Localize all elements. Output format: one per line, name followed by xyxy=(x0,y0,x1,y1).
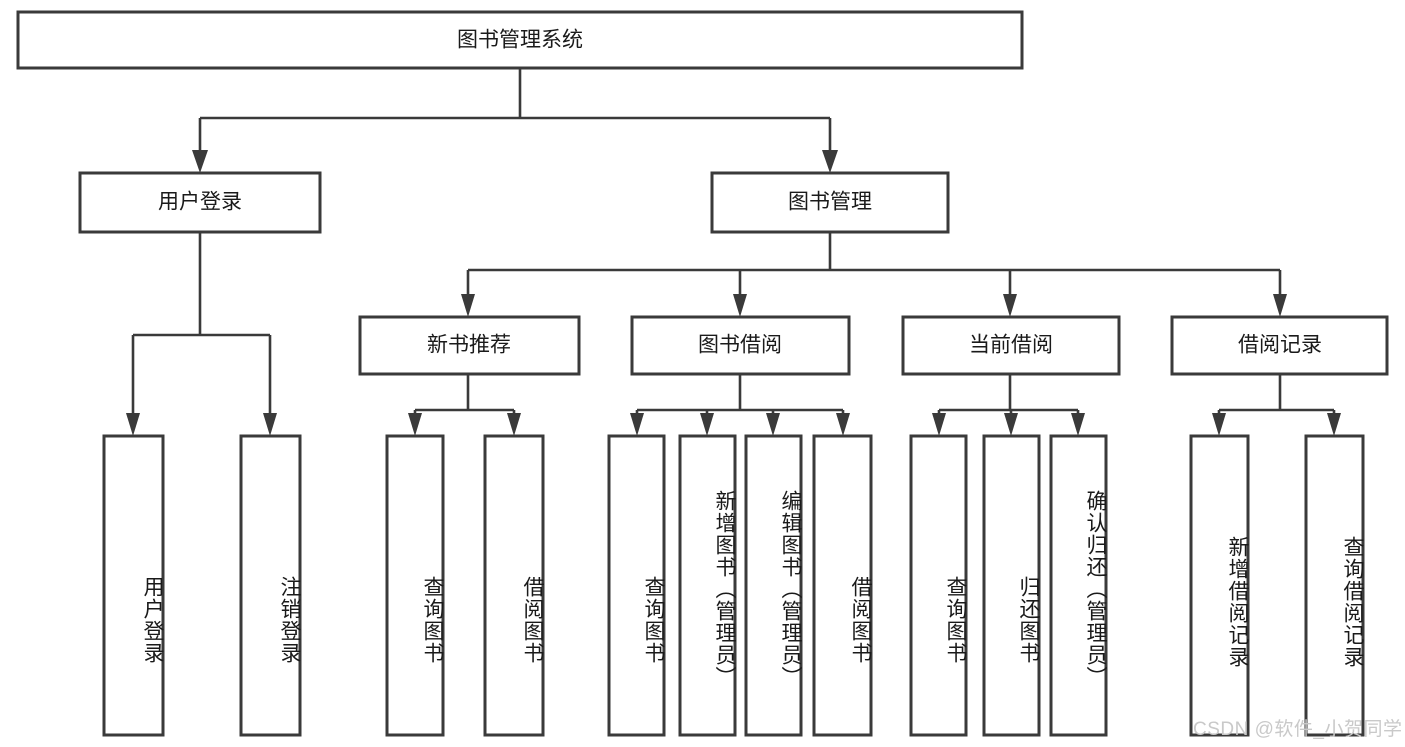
arrow-head-leaf-query-book-2 xyxy=(630,413,644,436)
node-root-label: 图书管理系统 xyxy=(457,29,583,52)
arrow-head-leaf-user-login xyxy=(126,413,140,436)
node-book-borrow-box[interactable] xyxy=(630,315,851,376)
arrow-head-leaf-query-record xyxy=(1327,413,1341,436)
node-current-borrow-box[interactable] xyxy=(901,315,1121,376)
arrow-head-borrow-record xyxy=(1273,294,1287,317)
connector-group-borrow-record xyxy=(1212,374,1341,436)
arrow-head-book-borrow xyxy=(733,294,747,317)
arrow-head-leaf-borrow-book-2 xyxy=(836,413,850,436)
node-borrow-record-box[interactable] xyxy=(1170,315,1389,376)
arrow-head-user-login xyxy=(192,150,208,173)
connector-group-root xyxy=(192,68,838,173)
arrow-head-current-borrow xyxy=(1003,294,1017,317)
node-book-manage-label: 图书管理 xyxy=(788,191,872,214)
node-leaf-query-record-box[interactable] xyxy=(1304,434,1365,737)
node-new-book-recommend-label: 新书推荐 xyxy=(427,334,511,357)
node-borrow-record-label: 借阅记录 xyxy=(1238,334,1322,357)
arrow-head-leaf-edit-book xyxy=(766,413,780,436)
arrow-head-leaf-confirm-return xyxy=(1071,413,1085,436)
arrow-head-leaf-query-book-3 xyxy=(932,413,946,436)
arrow-head-leaf-add-record xyxy=(1212,413,1226,436)
node-user-login-label: 用户登录 xyxy=(158,191,242,214)
arrow-head-new-book-recommend xyxy=(461,294,475,317)
connector-group-book-borrow xyxy=(630,374,850,436)
leaf-boxes-group xyxy=(102,434,1365,737)
node-leaf-confirm-return-box[interactable] xyxy=(1049,434,1108,737)
node-leaf-query-book-3-box[interactable] xyxy=(909,434,968,737)
node-root-box[interactable] xyxy=(16,10,1024,70)
node-leaf-edit-book-box[interactable] xyxy=(744,434,803,737)
connector-group-current-borrow xyxy=(932,374,1085,436)
node-book-manage-box[interactable] xyxy=(710,171,950,234)
node-leaf-logout-box[interactable] xyxy=(239,434,302,737)
node-current-borrow-label: 当前借阅 xyxy=(969,334,1053,357)
node-leaf-return-book-box[interactable] xyxy=(982,434,1041,737)
node-borrow-record[interactable]: 借阅记录 xyxy=(1170,315,1389,376)
arrow-head-leaf-borrow-book-1 xyxy=(507,413,521,436)
arrow-head-leaf-return-book xyxy=(1004,413,1018,436)
arrow-head-leaf-add-book xyxy=(700,413,714,436)
node-leaf-borrow-book-2-box[interactable] xyxy=(812,434,873,737)
node-leaf-user-login-box[interactable] xyxy=(102,434,165,737)
node-root[interactable]: 图书管理系统 xyxy=(16,10,1024,70)
csdn-watermark: CSDN @软件_小贺同学 xyxy=(1193,719,1403,740)
arrow-head-leaf-logout xyxy=(263,413,277,436)
node-leaf-query-book-1-box[interactable] xyxy=(385,434,445,737)
node-book-borrow[interactable]: 图书借阅 xyxy=(630,315,851,376)
node-user-login-box[interactable] xyxy=(78,171,322,234)
node-leaf-query-book-2-box[interactable] xyxy=(607,434,666,737)
node-new-book-recommend-box[interactable] xyxy=(358,315,581,376)
node-user-login[interactable]: 用户登录 xyxy=(78,171,322,234)
node-leaf-borrow-book-1-box[interactable] xyxy=(483,434,545,737)
node-leaf-add-book-box[interactable] xyxy=(678,434,737,737)
node-book-manage[interactable]: 图书管理 xyxy=(710,171,950,234)
arrow-head-book-manage xyxy=(822,150,838,173)
node-book-borrow-label: 图书借阅 xyxy=(698,334,782,357)
connector-group-book-manage xyxy=(461,232,1287,317)
node-leaf-add-record-box[interactable] xyxy=(1189,434,1250,737)
connector-group-user-login xyxy=(126,232,277,436)
connector-group-new-book-recommend xyxy=(408,374,521,436)
node-new-book-recommend[interactable]: 新书推荐 xyxy=(358,315,581,376)
arrow-head-leaf-query-book-1 xyxy=(408,413,422,436)
node-current-borrow[interactable]: 当前借阅 xyxy=(901,315,1121,376)
